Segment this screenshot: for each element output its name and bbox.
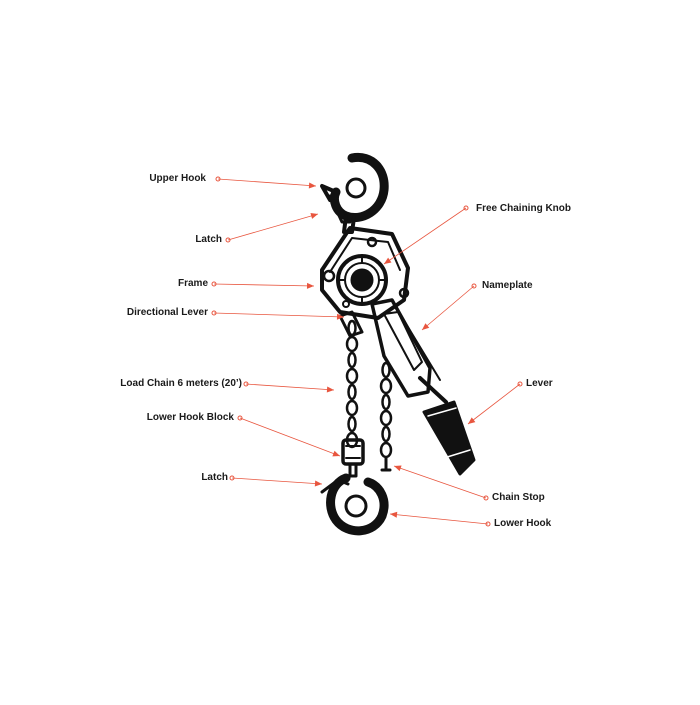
label-frame: Frame <box>177 278 208 289</box>
leader-lower-hook <box>389 511 491 527</box>
label-lower-hook-block: Lower Hook Block <box>146 412 234 423</box>
lower-hook-shape <box>326 473 389 536</box>
lever-shape <box>418 376 476 476</box>
nameplate-shape <box>370 298 441 398</box>
directional-lever-shape <box>338 310 364 338</box>
label-nameplate: Nameplate <box>482 280 533 291</box>
leader-lower-hook-block <box>237 415 341 457</box>
label-directional-lever: Directional Lever <box>126 307 208 318</box>
free-chaining-knob-shape <box>336 254 388 306</box>
slack-chain-shape <box>379 361 393 459</box>
label-lever: Lever <box>526 378 553 389</box>
lower-latch-shape <box>320 478 350 494</box>
leader-lever <box>467 381 523 425</box>
leader-upper-hook <box>215 176 317 189</box>
leader-lines <box>211 176 523 527</box>
chain-stop-shape <box>380 456 392 472</box>
label-latch-top: Latch <box>195 234 222 245</box>
upper-latch-shape <box>328 194 352 224</box>
label-upper-hook: Upper Hook <box>149 173 206 184</box>
label-chain-stop: Chain Stop <box>492 492 545 503</box>
leader-frame <box>211 281 315 289</box>
lower-hook-block-shape <box>341 438 365 478</box>
leader-latch-bottom <box>229 475 323 487</box>
load-chain-shape <box>345 319 359 449</box>
leader-directional-lever <box>211 310 345 320</box>
leader-chain-stop <box>393 465 489 501</box>
leader-latch-top <box>225 213 319 243</box>
label-latch-bottom: Latch <box>201 472 228 483</box>
leader-load-chain <box>243 381 335 393</box>
label-load-chain: Load Chain 6 meters (20’) <box>120 378 242 389</box>
leader-free-chaining-knob <box>383 205 469 265</box>
frame-shape <box>320 226 410 320</box>
upper-hook-shape <box>320 152 389 234</box>
label-free-chaining-knob: Free Chaining Knob <box>476 203 571 214</box>
label-lower-hook: Lower Hook <box>494 518 552 529</box>
leader-nameplate <box>421 283 477 331</box>
